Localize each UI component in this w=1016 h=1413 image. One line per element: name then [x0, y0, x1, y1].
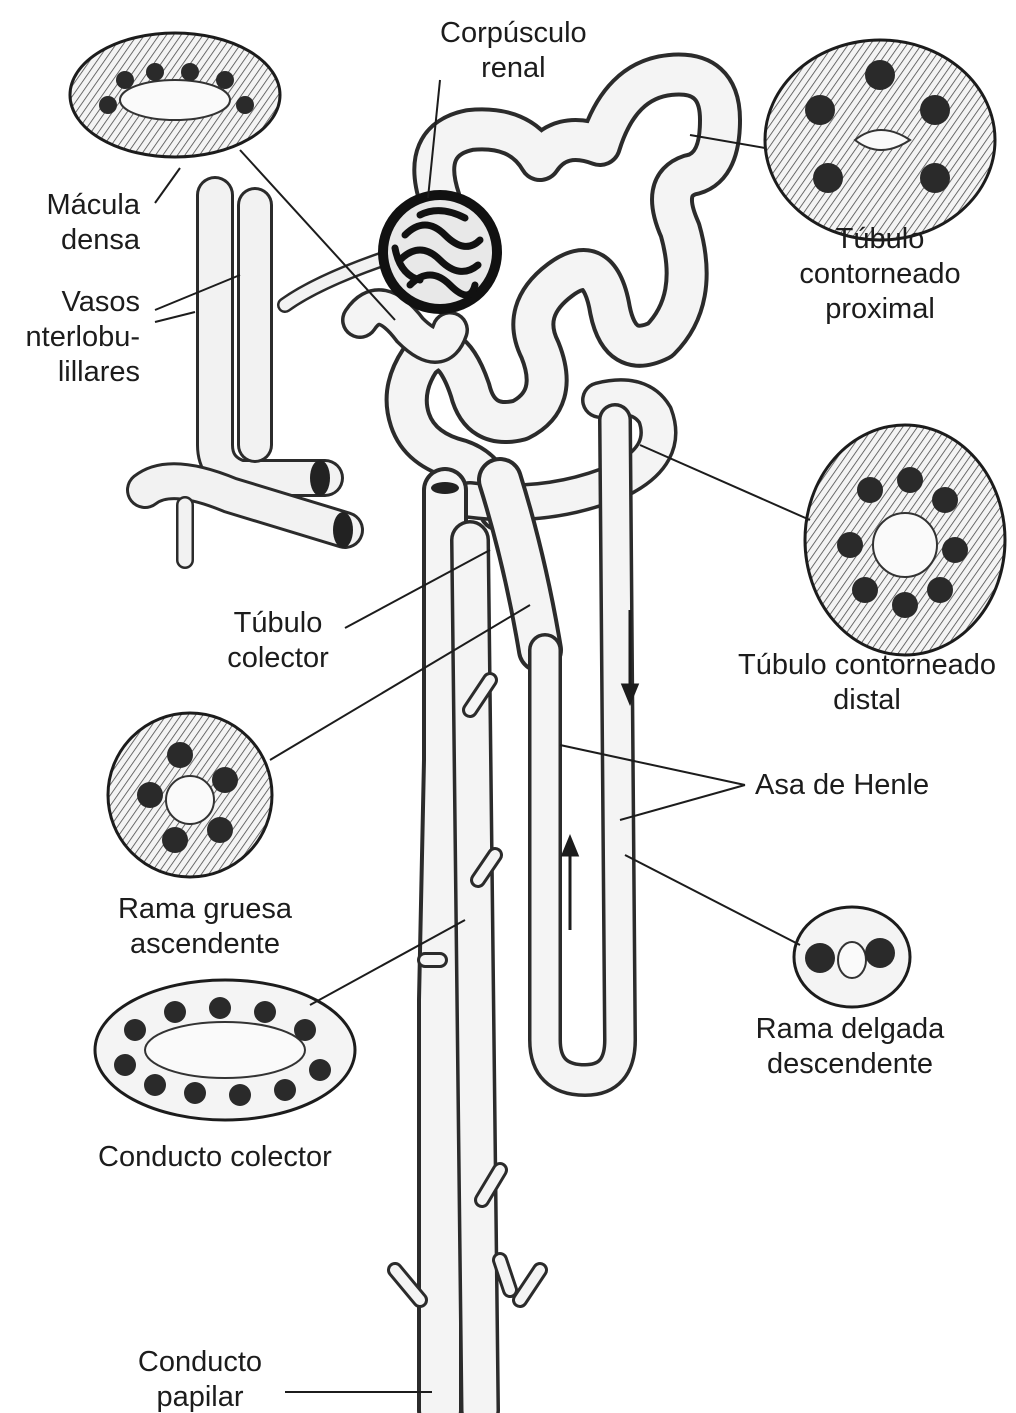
cross-section-distal-tubule — [805, 425, 1005, 655]
cross-section-macula-densa — [70, 33, 280, 157]
label-interlobular-vessels: Vasos nterlobu- lillares — [0, 285, 140, 390]
label-thin-descending-limb: Rama delgada descendente — [735, 1012, 965, 1082]
cross-section-proximal-tubule — [765, 40, 995, 240]
label-thick-ascending-limb: Rama gruesa ascendente — [95, 892, 315, 962]
label-macula-densa: Mácula densa — [20, 188, 140, 258]
label-collecting-duct: Conducto colector — [98, 1140, 332, 1175]
label-proximal-convoluted-tubule: Túbulo contorneado proximal — [770, 222, 990, 327]
label-renal-corpuscle: Corpúsculo renal — [440, 16, 587, 86]
cross-section-thin-descending-limb — [794, 907, 910, 1007]
label-loop-of-henle: Asa de Henle — [755, 768, 929, 803]
label-papillary-duct: Conducto papilar — [120, 1345, 280, 1413]
renal-corpuscle — [378, 190, 502, 314]
label-collecting-tubule: Túbulo colector — [218, 606, 338, 676]
interlobular-vessels — [145, 195, 395, 560]
cross-section-thick-ascending-limb — [108, 713, 272, 877]
label-distal-convoluted-tubule: Túbulo contorneado distal — [722, 648, 1012, 718]
